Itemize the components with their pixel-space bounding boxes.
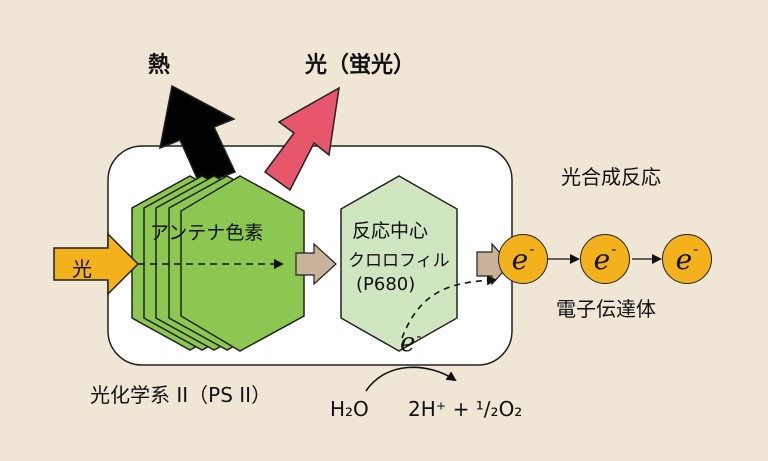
water-label: H₂O xyxy=(330,397,369,421)
electron-charge: - xyxy=(529,240,535,258)
chlorophyll-label: クロロフィル xyxy=(348,251,450,271)
electron-carrier-3: e- xyxy=(662,234,712,284)
electron-label-reaction: e- xyxy=(400,327,422,358)
products-label: 2H⁺ + ¹/₂O₂ xyxy=(408,397,523,421)
electron-symbol: e xyxy=(511,242,529,276)
electron-symbol: e xyxy=(675,242,693,276)
photosystem-label: 光化学系 II（PS II） xyxy=(90,383,272,407)
fluorescence-arrow xyxy=(263,86,340,192)
antenna-to-center-arrow xyxy=(295,242,337,286)
photosynthesis-reaction-label: 光合成反応 xyxy=(561,165,661,189)
light-input-arrow xyxy=(53,232,140,296)
center-to-carrier-arrow xyxy=(476,242,511,286)
electron-charge: - xyxy=(416,327,422,345)
electron-transport-label: 電子伝達体 xyxy=(556,297,656,321)
p680-label: (P680) xyxy=(356,274,416,295)
antenna-pigment-label: アンテナ色素 xyxy=(150,222,264,244)
heat-label: 熱 xyxy=(148,53,171,78)
fluorescence-label: 光（蛍光） xyxy=(305,53,416,78)
electron-charge: - xyxy=(693,240,699,258)
electron-symbol: e xyxy=(400,328,416,358)
light-input-label: 光 xyxy=(72,257,92,281)
electron-charge: - xyxy=(611,240,617,258)
electron-from-water-dashed-arrow xyxy=(401,275,497,339)
electron-carrier-1: e- xyxy=(498,234,548,284)
reaction-center-label: 反応中心 xyxy=(352,220,429,242)
heat-arrow xyxy=(159,84,237,186)
electron-carrier-2: e- xyxy=(580,234,630,284)
electron-symbol: e xyxy=(593,242,611,276)
water-splitting-arrow xyxy=(365,366,457,392)
antenna-pigment-stack xyxy=(131,175,305,352)
reaction-center-hexagon xyxy=(340,175,458,352)
antenna-hexagon xyxy=(180,175,305,352)
